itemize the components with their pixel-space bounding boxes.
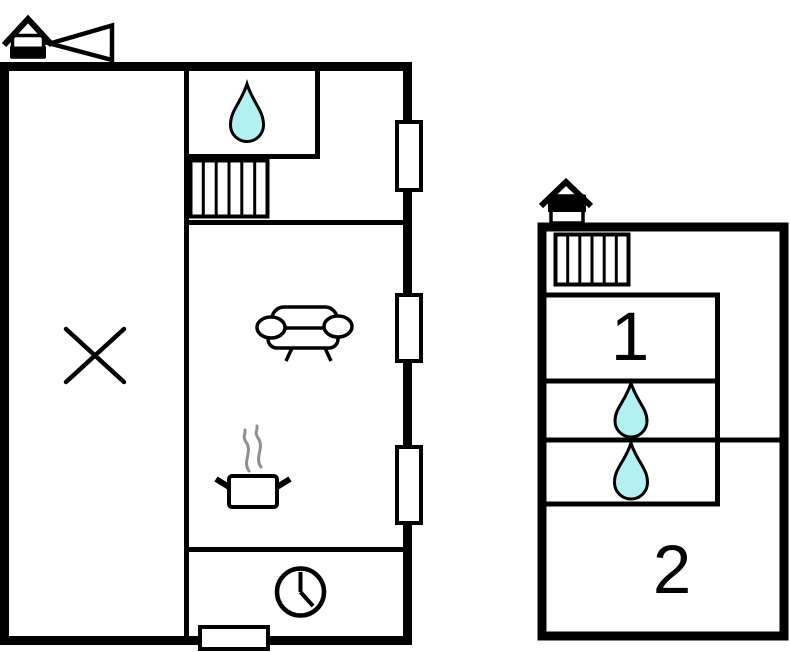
house-roof: [538, 177, 594, 209]
clock-hand-hour: [299, 590, 315, 608]
house-filled-band: [10, 46, 46, 58]
window: [395, 293, 423, 363]
cross-mark-icon: [63, 326, 127, 385]
sofa-leg: [323, 347, 333, 362]
direction-flag-icon: [41, 22, 115, 63]
water-drop-icon: [612, 438, 650, 501]
house-level-indicator-icon: [1, 14, 55, 59]
door: [198, 625, 270, 651]
sofa-leg: [284, 347, 294, 362]
cross-line: [63, 326, 127, 385]
water-drop-icon: [228, 79, 266, 143]
upper-floor-plan: 1 2: [537, 177, 789, 641]
sofa-icon: [255, 305, 354, 362]
clock-icon: [274, 566, 327, 618]
outer-wall: [0, 62, 412, 645]
sofa-armrest: [255, 315, 287, 340]
house-level-indicator-icon: [538, 177, 594, 225]
window: [395, 120, 423, 192]
house-filled-band: [548, 195, 586, 212]
water-drop-icon: [613, 378, 649, 439]
room-label-2: 2: [653, 531, 691, 608]
pot-handle: [275, 476, 292, 490]
pot-body: [227, 474, 279, 509]
room-label-1: 1: [611, 298, 649, 375]
pot-handle: [214, 476, 231, 490]
steam-line: [242, 428, 251, 473]
house-roof: [1, 14, 55, 48]
staircase-icon: [553, 232, 631, 287]
steam-line: [254, 424, 263, 469]
cooking-pot-icon: [214, 474, 292, 509]
staircase-icon: [188, 158, 270, 219]
flag-triangle: [41, 22, 115, 63]
steam-icon: [242, 424, 263, 473]
sofa-armrest: [322, 314, 354, 339]
window: [395, 445, 423, 525]
ground-floor-plan: [0, 14, 423, 651]
